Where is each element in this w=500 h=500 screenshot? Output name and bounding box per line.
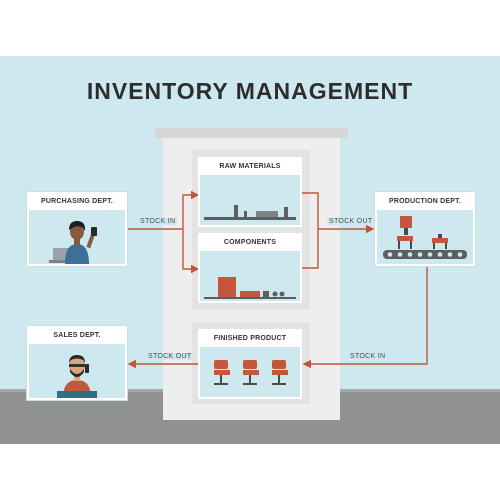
sales-person-illustration (57, 355, 97, 398)
components-label: COMPONENTS (200, 235, 300, 251)
sales-dept-panel: SALES DEPT. (26, 325, 128, 401)
stock-in-label-purchasing: STOCK IN (138, 218, 178, 225)
purchasing-dept-panel: PURCHASING DEPT. (26, 191, 128, 267)
raw-materials-label: RAW MATERIALS (200, 159, 300, 175)
finished-product-label: FINISHED PRODUCT (200, 331, 300, 347)
raw-materials-illustration (204, 205, 296, 220)
raw-materials-panel: RAW MATERIALS (198, 157, 302, 227)
production-conveyor-illustration (383, 216, 467, 259)
components-panel: COMPONENTS (198, 233, 302, 303)
components-illustration (204, 277, 296, 299)
warehouse-roof (155, 128, 348, 138)
purchasing-dept-label: PURCHASING DEPT. (29, 194, 125, 210)
purchasing-person-illustration (49, 221, 97, 264)
page-title: INVENTORY MANAGEMENT (86, 78, 414, 104)
stock-out-label-sales: STOCK OUT (146, 353, 194, 360)
finished-chairs-illustration (214, 360, 288, 385)
arrow-production-to-finished (302, 265, 428, 369)
sales-dept-label: SALES DEPT. (29, 328, 125, 344)
production-dept-label: PRODUCTION DEPT. (377, 194, 473, 210)
stock-in-label-production: STOCK IN (348, 353, 388, 360)
arrow-to-components (182, 229, 200, 274)
finished-product-panel: FINISHED PRODUCT (198, 329, 302, 399)
arrow-components-out (302, 229, 319, 269)
production-dept-panel: PRODUCTION DEPT. (374, 191, 476, 267)
arrow-raw-out (302, 192, 319, 229)
stock-out-label-production: STOCK OUT (327, 218, 375, 225)
arrow-to-raw-materials (182, 190, 200, 229)
